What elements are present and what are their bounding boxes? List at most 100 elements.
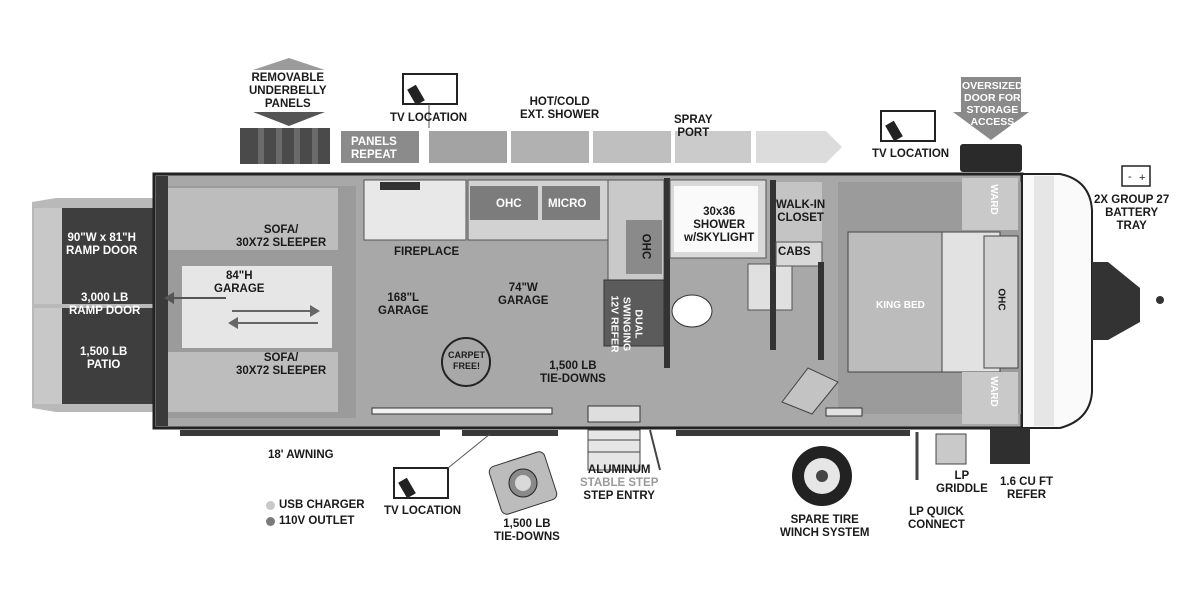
- label-line: STORAGE: [966, 104, 1019, 116]
- label-line: OVERSIZED: [962, 80, 1023, 92]
- step-entry-label: ALUMINUM STABLE STEP STEP ENTRY: [580, 464, 658, 503]
- label-line: REMOVABLE: [251, 72, 325, 84]
- label-line: 168"L: [387, 292, 420, 304]
- tie-down-icon: [488, 451, 558, 515]
- label-line: GRIDDLE: [936, 483, 988, 495]
- label-line: DUAL: [632, 309, 645, 339]
- trailer-body: [152, 172, 1024, 430]
- lp-quick-label: LP QUICK CONNECT: [908, 506, 965, 532]
- label-line: SHOWER: [693, 219, 746, 231]
- label-line: 1,500 LB: [503, 518, 551, 530]
- label-line: w/SKYLIGHT: [684, 232, 755, 244]
- tie-downs-bottom-label: 1,500 LB TIE-DOWNS: [494, 518, 560, 544]
- label-line: TIE-DOWNS: [540, 373, 606, 385]
- lp-griddle-icon: [915, 428, 1030, 480]
- panels-repeat-strip: [341, 131, 842, 163]
- carpet-free-label: CARPET FREE!: [448, 350, 485, 372]
- label-line: 3,000 LB: [81, 292, 129, 304]
- walkin-closet-label: WALK-IN CLOSET: [776, 199, 825, 225]
- label-line: LP QUICK: [909, 506, 964, 518]
- removable-underbelly-label: REMOVABLE UNDERBELLY PANELS: [249, 72, 327, 111]
- legend-outlet: 110V OUTLET: [266, 515, 354, 527]
- label-line: CLOSET: [777, 212, 824, 224]
- legend-usb: USB CHARGER: [266, 499, 365, 511]
- label-line: GARAGE: [378, 305, 429, 317]
- label-line: SOFA/: [263, 352, 299, 364]
- oversized-door-label: OVERSIZED DOOR FOR STORAGE ACCESS: [962, 80, 1023, 128]
- refer-ext-label: 1.6 CU FT REFER: [1000, 476, 1053, 502]
- label-line: 2X GROUP 27: [1094, 194, 1170, 206]
- tie-downs-inside-label: 1,500 LB TIE-DOWNS: [540, 360, 606, 386]
- step-entry-graphic: [587, 429, 661, 471]
- label-line: 84"H: [225, 270, 253, 282]
- label-line: ALUMINUM: [587, 464, 651, 476]
- ohc-kitchen-label: OHC: [496, 198, 522, 210]
- label-line: 90"W x 81"H: [67, 232, 136, 244]
- tv-icon-top: [402, 73, 458, 128]
- battery-icon: - +: [1121, 165, 1151, 187]
- hot-cold-shower-label: HOT/COLD EXT. SHOWER: [520, 96, 599, 122]
- label-line: REFER: [1007, 489, 1047, 501]
- label-line: GARAGE: [498, 295, 549, 307]
- sofa-top-label: SOFA/ 30x72 SLEEPER: [236, 224, 326, 250]
- label-line: RAMP DOOR: [69, 305, 141, 317]
- label-line: 30x72 SLEEPER: [236, 365, 327, 377]
- carpet-free-stamp: [441, 337, 491, 387]
- label-line: 30x72 SLEEPER: [236, 237, 327, 249]
- label-line: SPRAY: [674, 114, 713, 126]
- label-line: STEP ENTRY: [583, 490, 655, 502]
- label-line: CONNECT: [908, 519, 965, 531]
- shower-label: 30x36 SHOWER w/SKYLIGHT: [684, 206, 754, 245]
- label-line: BATTERY: [1105, 207, 1159, 219]
- label-line: TRAY: [1116, 220, 1147, 232]
- ramp-door-size-label: 90"W x 81"H RAMP DOOR: [66, 232, 137, 258]
- ramp-door-weight-label: 3,000 LB RAMP DOOR: [69, 292, 140, 318]
- label-line: 12V REFER: [608, 295, 621, 353]
- legend-text: USB CHARGER: [279, 499, 365, 511]
- label-line: SWINGING: [620, 296, 633, 352]
- micro-label: MICRO: [548, 198, 587, 210]
- garage-dimension-arrows: [164, 292, 320, 329]
- king-bed-label: KING BED: [876, 300, 925, 311]
- svg-text:-: -: [1128, 171, 1132, 183]
- battery-tray-label: 2X GROUP 27 BATTERY TRAY: [1094, 194, 1169, 233]
- ward-top-label: WARD: [987, 184, 999, 215]
- tv-icon-bottom: [393, 433, 491, 499]
- label-line: DOOR FOR: [964, 92, 1021, 104]
- label-line: WALK-IN: [776, 199, 826, 211]
- spare-tire-label: SPARE TIRE WINCH SYSTEM: [780, 514, 869, 540]
- label-line: CARPET: [448, 350, 486, 360]
- tv-icon-right: [880, 110, 936, 142]
- label-line: FREE!: [453, 361, 480, 371]
- lp-griddle-label: LP GRIDDLE: [936, 470, 988, 496]
- label-line: WINCH SYSTEM: [780, 527, 870, 539]
- panels-repeat-label: PANELS REPEAT: [351, 136, 397, 162]
- svg-text:+: +: [1139, 172, 1145, 184]
- usb-dot-icon: [266, 500, 275, 510]
- label-line: PATIO: [86, 359, 121, 371]
- garage-height-label: 84"H GARAGE: [214, 270, 264, 296]
- legend-text: 110V OUTLET: [279, 515, 355, 527]
- front-cap: [1021, 173, 1164, 429]
- outlet-dot-icon: [266, 516, 275, 526]
- garage-width-label: 74"W GARAGE: [498, 282, 548, 308]
- awning: [180, 430, 910, 436]
- label-line: ACCESS: [970, 116, 1015, 128]
- label-line: 30x36: [703, 206, 736, 218]
- label-line: PANELS: [351, 136, 397, 148]
- tv-location-bottom-label: TV LOCATION: [384, 505, 462, 517]
- garage-length-label: 168"L GARAGE: [378, 292, 428, 318]
- cabs-label: CABS: [778, 246, 811, 258]
- label-line: 1.6 CU FT: [1000, 476, 1054, 488]
- label-line: UNDERBELLY: [249, 85, 327, 97]
- spray-port-label: SPRAY PORT: [674, 114, 713, 140]
- label-line: GARAGE: [214, 283, 265, 295]
- fireplace-label: FIREPLACE: [394, 246, 460, 258]
- underbelly-panel-graphic: [240, 58, 330, 164]
- refer-label: DUAL SWINGING 12V REFER: [609, 295, 645, 352]
- ohc-bed-label: OHC: [995, 288, 1007, 311]
- tv-location-right-label: TV LOCATION: [872, 148, 950, 160]
- oversized-door-arrow: [953, 77, 1029, 172]
- label-line: TIE-DOWNS: [494, 531, 560, 543]
